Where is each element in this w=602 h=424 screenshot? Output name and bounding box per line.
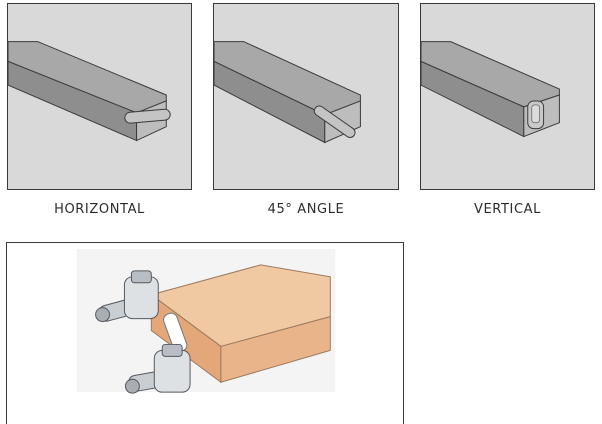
tube-horizontal-illustration [8,4,191,189]
hinge-assembly-panel [6,242,404,424]
caption-vertical: VERTICAL [474,202,541,217]
diagram-panel-horizontal [7,3,192,190]
tube-vertical-illustration [421,4,594,189]
diagram-panel-45-angle [213,3,399,190]
caption-horizontal: HORIZONTAL [54,202,145,217]
hinge-assembly-illustration [7,243,403,424]
caption-45-angle: 45° ANGLE [267,202,345,217]
tube-45-angle-illustration [214,4,398,189]
diagram-panel-vertical [420,3,595,190]
